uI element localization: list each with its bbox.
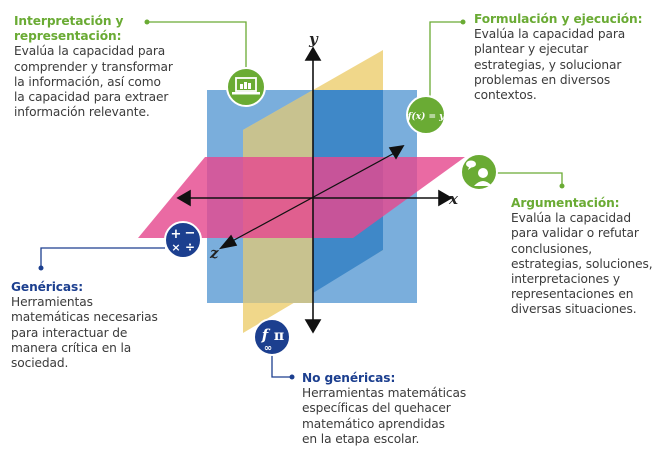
block-argumentacion: Argumentación: Evalúa la capacidad para … bbox=[511, 196, 661, 318]
svg-text:÷: ÷ bbox=[185, 240, 195, 254]
block-no-genericas: No genéricas: Herramientas matemáticas e… bbox=[302, 371, 492, 447]
block-title: Argumentación: bbox=[511, 196, 620, 210]
axes bbox=[176, 46, 453, 334]
block-formulacion: Formulación y ejecución: Evalúa la capac… bbox=[474, 12, 662, 103]
svg-text:×: × bbox=[171, 241, 180, 254]
x-axis-label: x bbox=[448, 190, 459, 208]
block-genericas: Genéricas: Herramientas matemáticas nece… bbox=[11, 280, 181, 371]
block-description: Evalúa la capacidad para comprender y tr… bbox=[14, 44, 173, 120]
block-description: Evalúa la capacidad para validar o refut… bbox=[511, 211, 653, 317]
arithmetic-operators-icon: + − × ÷ bbox=[164, 221, 202, 259]
function-icon: f(x) = y bbox=[406, 95, 446, 135]
function-icon-text: f(x) = y bbox=[407, 111, 446, 122]
svg-text:π: π bbox=[274, 328, 284, 344]
block-interpretacion: Interpretación y representación: Evalúa … bbox=[14, 14, 204, 120]
block-title: Genéricas: bbox=[11, 280, 83, 294]
person-speech-icon bbox=[460, 153, 498, 191]
block-description: Evalúa la capacidad para plantear y ejec… bbox=[474, 27, 626, 103]
math-symbols-icon: f π ∞ bbox=[253, 318, 291, 356]
laptop-chart-icon bbox=[226, 67, 266, 107]
svg-text:+: + bbox=[171, 227, 182, 242]
z-axis-label: z bbox=[209, 244, 219, 262]
block-description: Herramientas matemáticas necesarias para… bbox=[11, 295, 158, 371]
svg-text:−: − bbox=[185, 226, 196, 241]
block-title: No genéricas: bbox=[302, 371, 396, 385]
block-title: Formulación y ejecución: bbox=[474, 12, 643, 26]
connector-lines bbox=[40, 21, 563, 378]
block-title: Interpretación y representación: bbox=[14, 14, 124, 44]
y-axis-label: y bbox=[308, 30, 319, 48]
svg-text:∞: ∞ bbox=[264, 343, 272, 354]
svg-text:f: f bbox=[261, 326, 271, 344]
connector-dots bbox=[38, 19, 565, 380]
block-description: Herramientas matemáticas específicas del… bbox=[302, 386, 467, 446]
